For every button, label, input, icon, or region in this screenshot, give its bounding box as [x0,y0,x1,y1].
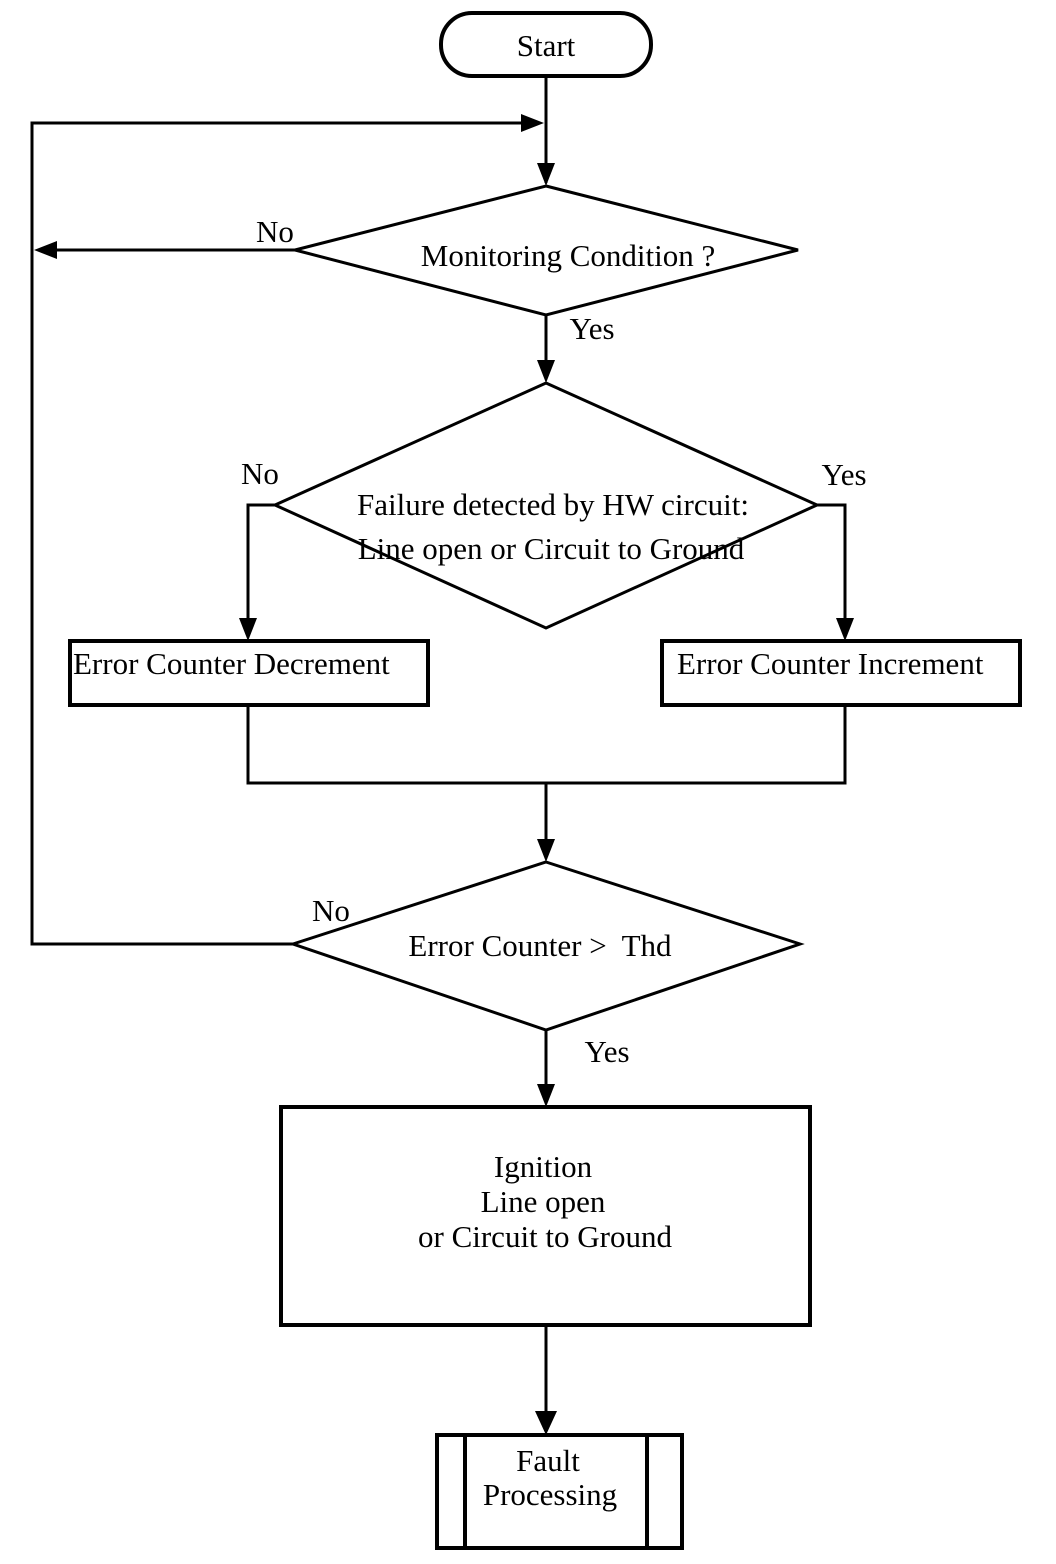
arrowhead-right-icon [521,114,544,132]
edge-failure-no [239,503,275,641]
monitoring-no-label: No [256,214,294,249]
arrowhead-down-icon [239,618,257,641]
threshold-no-label: No [312,893,350,928]
ignition-process-shape [279,1105,812,1327]
fault-processing-label-line2: Processing [483,1477,617,1512]
threshold-yes-label: Yes [584,1034,629,1069]
error-counter-decrement-shape [68,639,430,707]
ignition-label-line2: Line open [481,1184,606,1219]
failure-detected-label-line2: Line open or Circuit to Ground [358,531,745,566]
edge-line [817,503,847,618]
arrowhead-down-icon [537,163,555,186]
arrowhead-down-icon [836,618,854,641]
edge-monitoring-yes [537,315,555,383]
error-counter-increment-shape [660,639,1022,707]
fault-processing-label-line1: Fault [516,1443,580,1478]
edge-line [246,705,847,785]
monitoring-decision-shape [294,184,799,317]
fault-outer-rect [435,1433,684,1550]
edge-line [246,503,275,618]
fault-predefined-process-shape [435,1433,684,1550]
error-counter-increment-label: Error Counter Increment [677,646,984,681]
edge-loopback-rail [30,114,544,946]
start-terminator-shape [439,11,653,78]
failure-yes-label: Yes [821,457,866,492]
error-counter-threshold-label: Error Counter > Thd [408,928,672,963]
start-label: Start [517,28,576,63]
monitoring-condition-label: Monitoring Condition ? [421,238,716,273]
edge-start-to-monitoring [537,77,555,186]
arrowhead-left-icon [34,241,57,259]
edge-line [30,121,526,946]
threshold-decision-shape [288,860,805,1032]
failure-no-label: No [241,456,279,491]
ignition-label-line1: Ignition [494,1149,593,1184]
edge-merge-bar [246,705,847,862]
arrowhead-down-icon [535,1411,557,1435]
error-counter-decrement-label: Error Counter Decrement [73,646,390,681]
failure-detected-label-line1: Failure detected by HW circuit: [357,487,749,522]
arrowhead-down-icon [537,360,555,383]
edge-failure-yes [817,503,854,641]
ignition-label-line3: or Circuit to Ground [418,1219,672,1254]
arrowhead-down-icon [537,1084,555,1107]
edge-ignition-to-fault [535,1325,557,1435]
edge-threshold-yes [537,1030,555,1107]
edge-monitoring-no [34,241,295,259]
arrowhead-down-icon [537,839,555,862]
monitoring-yes-label: Yes [569,311,614,346]
failure-decision-shape [271,381,821,630]
